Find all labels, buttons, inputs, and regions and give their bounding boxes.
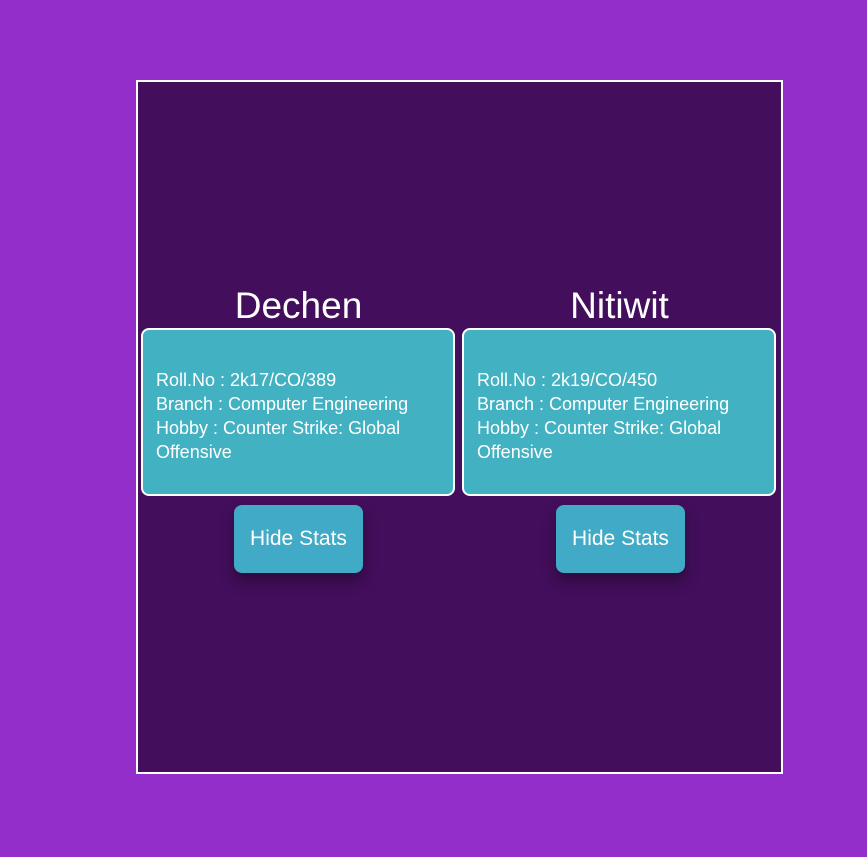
student-card-dechen: Dechen Roll.No : 2k17/CO/389 Branch : Co… bbox=[138, 82, 459, 772]
hobby: Hobby : Counter Strike: Global Offensive bbox=[477, 418, 722, 462]
branch: Branch : Computer Engineering bbox=[156, 394, 409, 414]
stats-panel: Roll.No : 2k19/CO/450 Branch : Computer … bbox=[462, 328, 776, 496]
student-card-nitiwit: Nitiwit Roll.No : 2k19/CO/450 Branch : C… bbox=[459, 82, 780, 772]
student-name: Nitiwit bbox=[570, 285, 669, 326]
branch: Branch : Computer Engineering bbox=[477, 394, 730, 414]
roll-number: Roll.No : 2k19/CO/450 bbox=[477, 370, 658, 390]
cards-container: Dechen Roll.No : 2k17/CO/389 Branch : Co… bbox=[136, 80, 783, 774]
hobby: Hobby : Counter Strike: Global Offensive bbox=[156, 418, 401, 462]
student-name: Dechen bbox=[234, 285, 363, 326]
hide-stats-button[interactable]: Hide Stats bbox=[556, 505, 685, 573]
stats-panel: Roll.No : 2k17/CO/389 Branch : Computer … bbox=[141, 328, 455, 496]
roll-number: Roll.No : 2k17/CO/389 bbox=[156, 370, 337, 390]
hide-stats-button[interactable]: Hide Stats bbox=[234, 505, 363, 573]
